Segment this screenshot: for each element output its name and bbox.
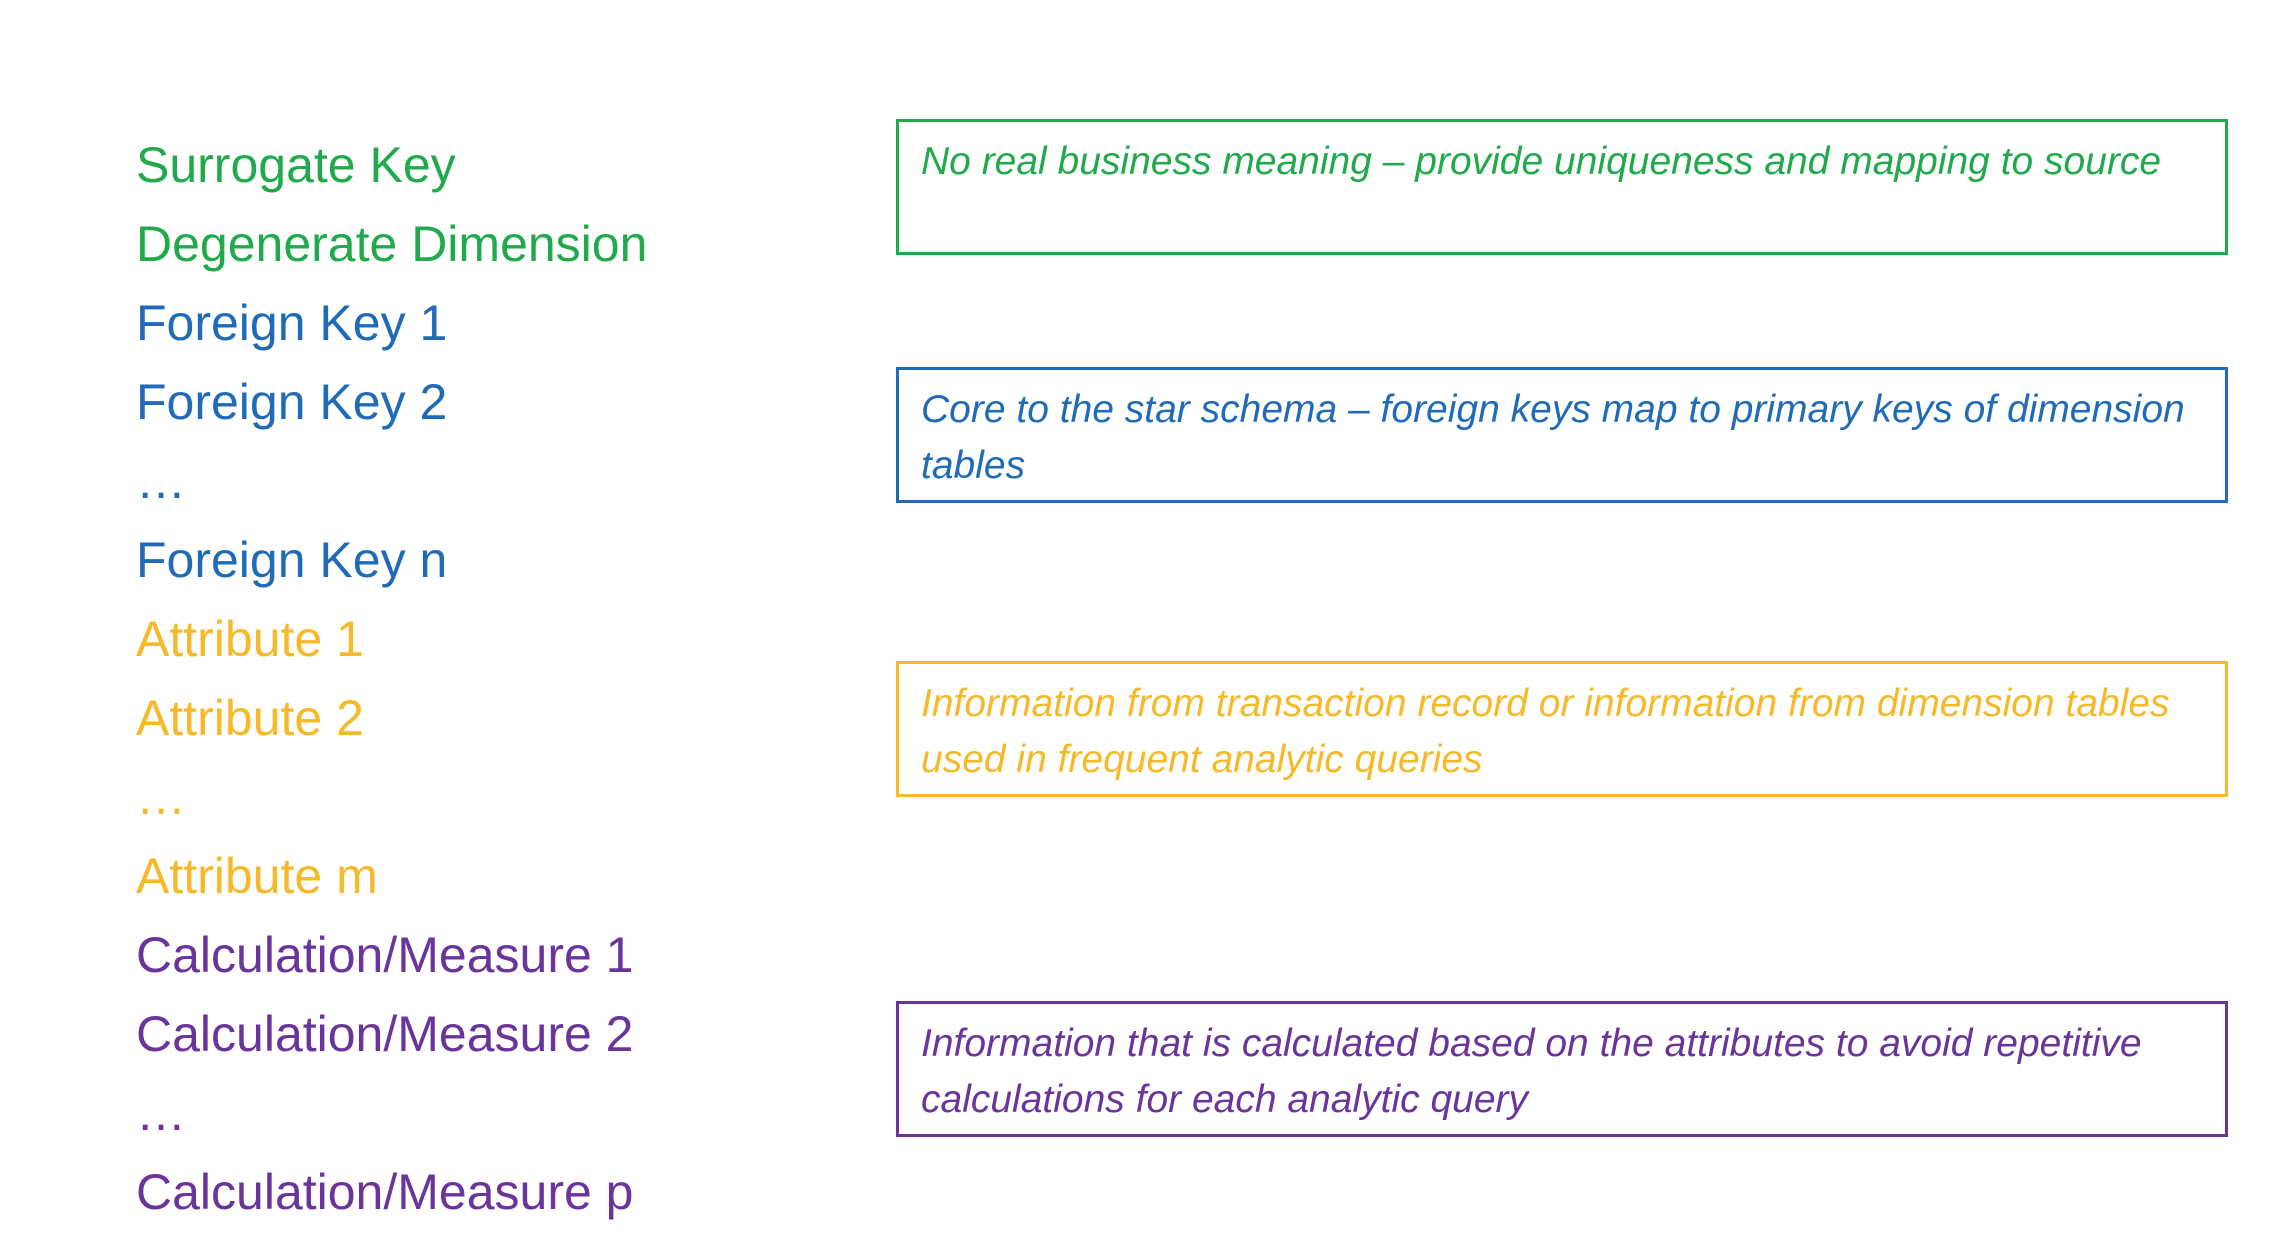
field-measure-p: Calculation/Measure p (136, 1164, 634, 1220)
field-measure-1: Calculation/Measure 1 (136, 927, 634, 983)
field-degenerate-dimension: Degenerate Dimension (136, 216, 648, 272)
note-foreign-keys: Core to the star schema – foreign keys m… (896, 367, 2228, 503)
field-surrogate-key: Surrogate Key (136, 137, 456, 193)
note-measures: Information that is calculated based on … (896, 1001, 2228, 1137)
field-attribute-ellipsis: … (136, 769, 186, 825)
fact-table-field-list: Surrogate Key Degenerate Dimension Forei… (136, 126, 647, 1232)
field-foreign-key-1: Foreign Key 1 (136, 295, 448, 351)
field-measure-2: Calculation/Measure 2 (136, 1006, 634, 1062)
field-foreign-key-2: Foreign Key 2 (136, 374, 448, 430)
field-attribute-1: Attribute 1 (136, 611, 364, 667)
note-attributes: Information from transaction record or i… (896, 661, 2228, 797)
note-surrogate-keys: No real business meaning – provide uniqu… (896, 119, 2228, 255)
field-attribute-m: Attribute m (136, 848, 378, 904)
field-attribute-2: Attribute 2 (136, 690, 364, 746)
field-foreign-key-n: Foreign Key n (136, 532, 448, 588)
field-measure-ellipsis: … (136, 1085, 186, 1141)
field-foreign-key-ellipsis: … (136, 453, 186, 509)
